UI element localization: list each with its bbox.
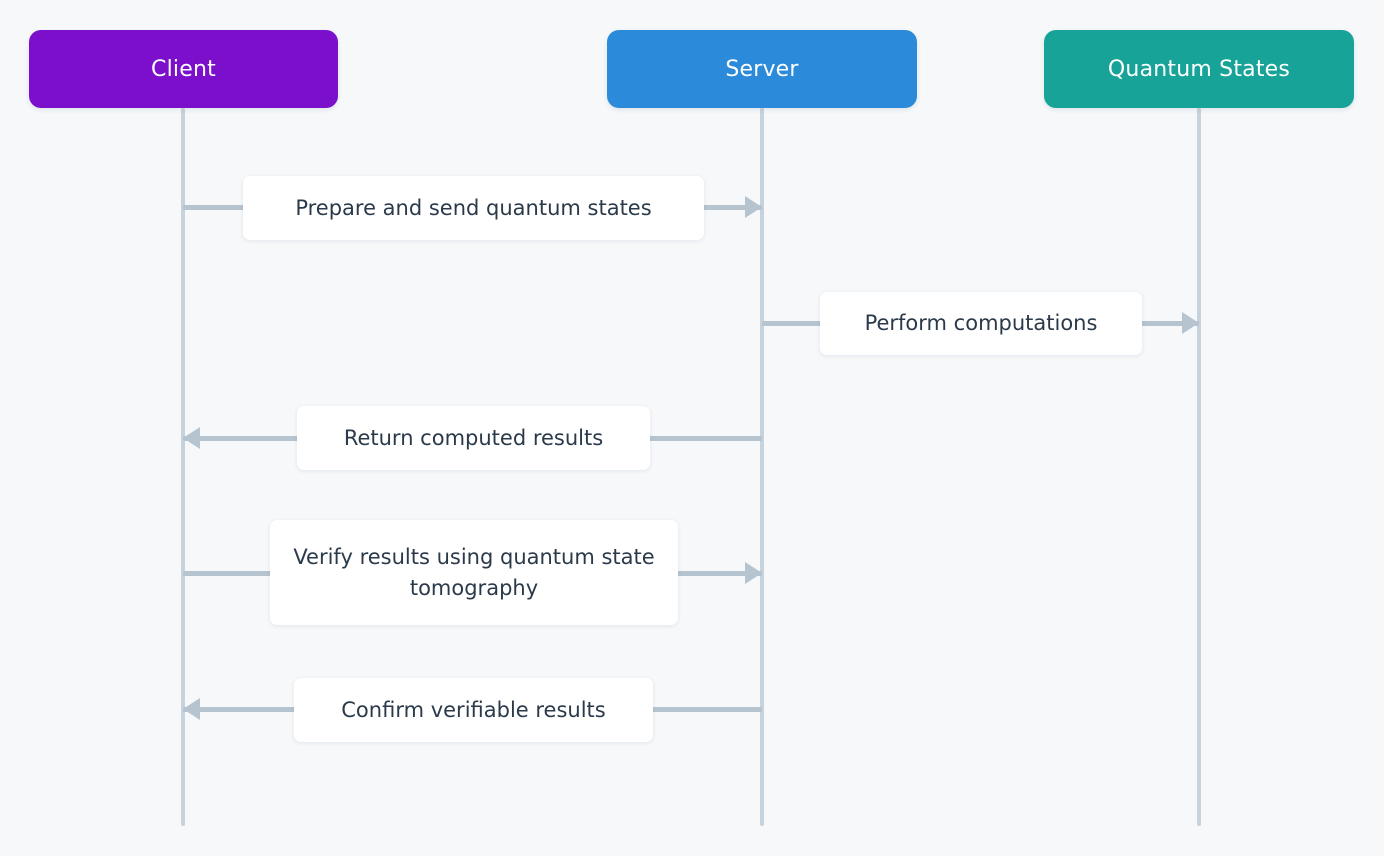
participant-server[interactable]: Server: [607, 30, 917, 108]
arrow-head-right-4: [745, 562, 762, 584]
message-label-2: Perform computations: [820, 292, 1142, 355]
arrow-head-left-3: [183, 427, 200, 449]
participant-label-server: Server: [725, 56, 799, 82]
arrow-head-left-5: [183, 698, 200, 720]
message-label-1: Prepare and send quantum states: [243, 176, 704, 240]
message-label-5: Confirm verifiable results: [294, 678, 653, 742]
participant-quantum_states[interactable]: Quantum States: [1044, 30, 1354, 108]
lifeline-client: [181, 108, 185, 826]
participant-client[interactable]: Client: [29, 30, 338, 108]
lifeline-server: [760, 108, 764, 826]
arrow-head-right-1: [745, 196, 762, 218]
lifeline-quantum_states: [1197, 108, 1201, 826]
arrow-head-right-2: [1182, 312, 1199, 334]
participant-label-client: Client: [151, 56, 216, 82]
message-label-3: Return computed results: [297, 406, 650, 470]
message-label-4: Verify results using quantum state tomog…: [270, 520, 678, 625]
participant-label-quantum_states: Quantum States: [1107, 56, 1291, 82]
